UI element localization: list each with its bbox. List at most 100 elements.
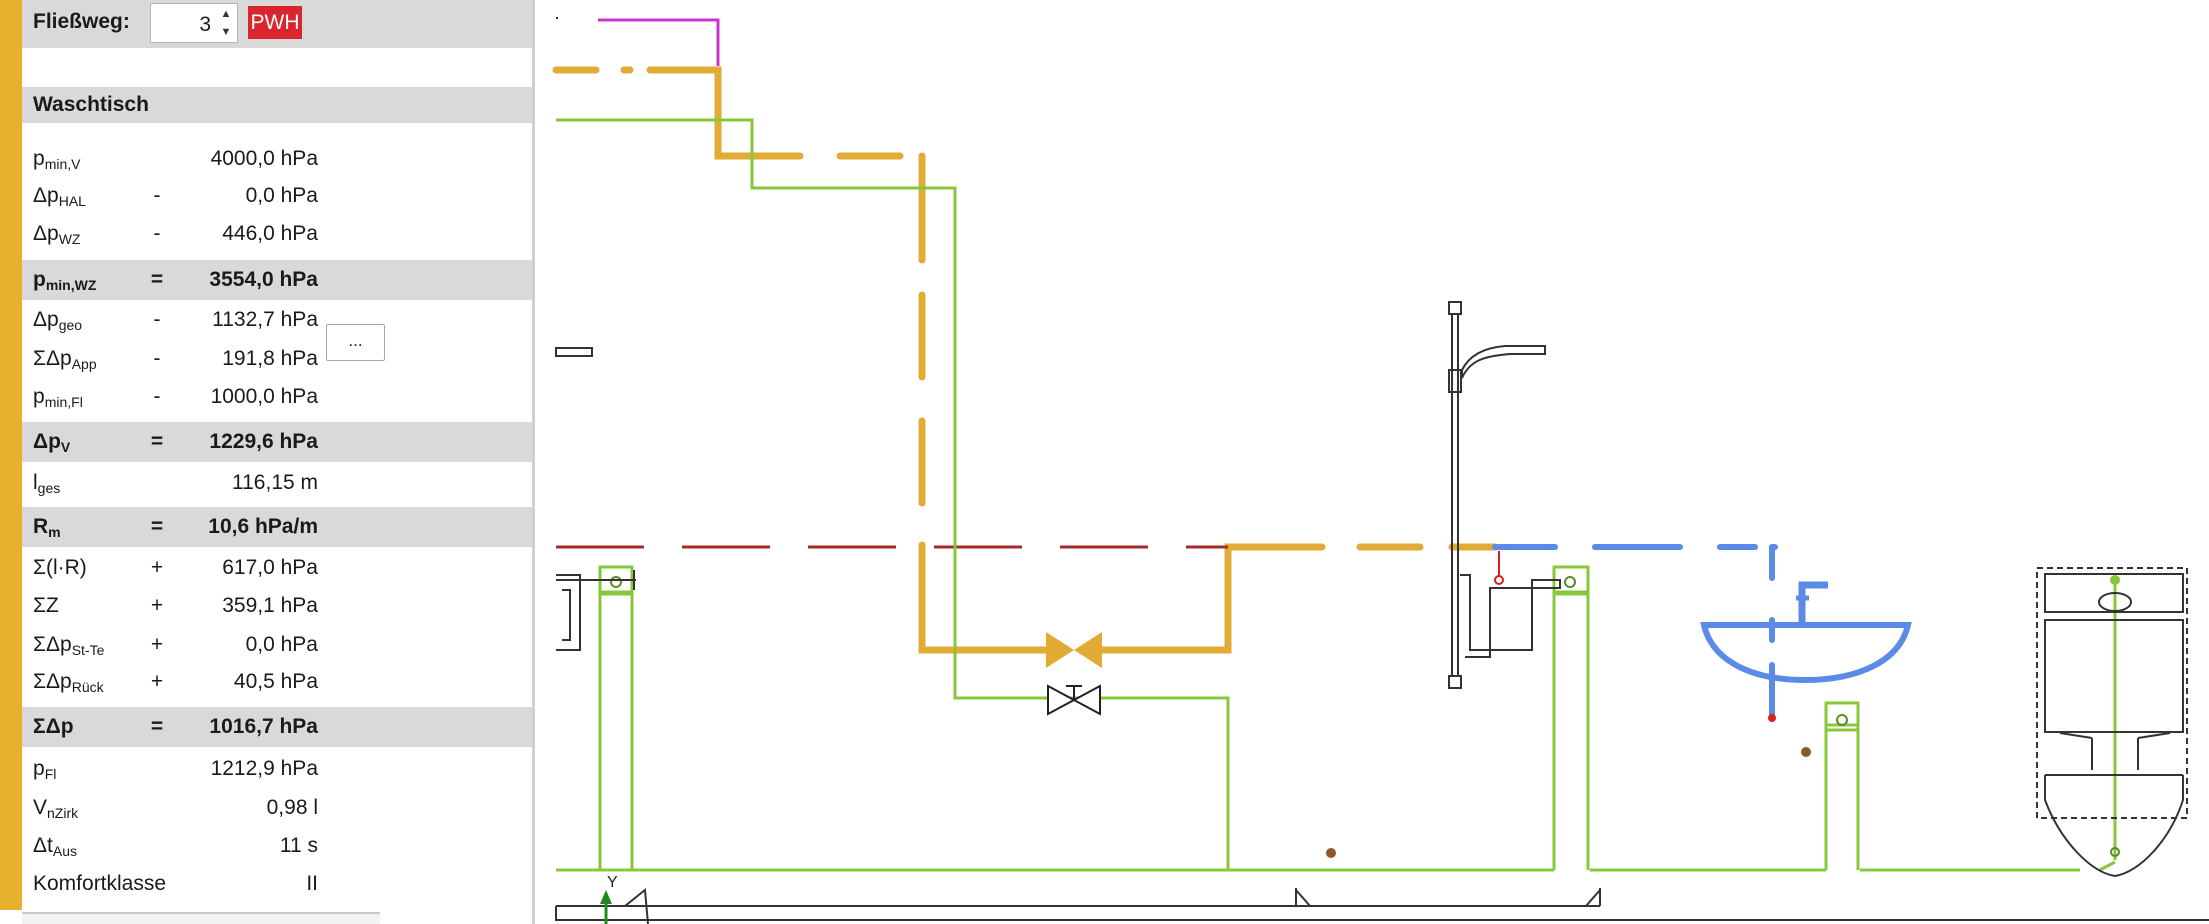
row-label: pmin,Fl	[33, 384, 83, 410]
result-row: ΣΔpApp - 191,8 hPa	[22, 341, 532, 377]
row-label: ΔtAus	[33, 833, 77, 859]
result-row: ΔtAus 11 s	[22, 828, 532, 864]
row-value: 446,0 hPa	[222, 222, 318, 245]
row-label: Komfortklasse	[33, 871, 167, 895]
left-fixture-outline	[555, 347, 593, 651]
row-operator: +	[150, 594, 164, 617]
section-title: Waschtisch	[33, 93, 149, 116]
result-row: ΣΔp=1016,7 hPa	[22, 707, 532, 747]
toilet-connector-marker	[2110, 575, 2120, 585]
toilet-fixture-icon[interactable]	[2036, 567, 2188, 878]
row-value: 116,15 m	[232, 471, 318, 494]
row-operator: =	[150, 715, 164, 738]
row-operator: -	[153, 308, 161, 331]
row-value: 1212,9 hPa	[210, 757, 318, 780]
fliessweg-stepper[interactable]: 3 ▲ ▼	[150, 3, 238, 43]
row-operator: =	[150, 268, 164, 291]
row-value: 3554,0 hPa	[209, 268, 318, 291]
panel-splitter[interactable]	[532, 0, 535, 924]
row-label: pFl	[33, 756, 57, 782]
row-label: Rm	[33, 514, 61, 540]
shower-fixture-icon[interactable]	[1448, 301, 1561, 689]
result-row: pmin,V 4000,0 hPa	[22, 141, 532, 177]
row-label: ΔpV	[33, 429, 71, 455]
row-value: 617,0 hPa	[222, 556, 318, 579]
row-label: ΣΔpSt-Te	[33, 632, 105, 658]
row-value: 191,8 hPa	[222, 347, 318, 370]
stepper-up-icon[interactable]: ▲	[220, 8, 232, 20]
pwc-pipe-network	[556, 118, 2117, 872]
row-operator: -	[153, 184, 161, 207]
row-operator: -	[153, 347, 161, 370]
pwc-valve-icon[interactable]	[1047, 684, 1101, 716]
fliessweg-label: Fließweg:	[33, 10, 130, 33]
row-value: 1229,6 hPa	[209, 430, 318, 453]
y-axis-label: Y	[607, 874, 618, 891]
result-row: ΔpHAL - 0,0 hPa	[22, 178, 532, 214]
row-label: pmin,WZ	[33, 267, 97, 293]
result-row: lges 116,15 m	[22, 465, 532, 501]
result-row: pFl 1212,9 hPa	[22, 751, 532, 787]
row-operator: +	[150, 556, 164, 579]
pwc-connector-left[interactable]	[556, 565, 636, 596]
row-label: ΔpWZ	[33, 221, 81, 247]
row-operator: =	[150, 430, 164, 453]
result-row: ΔpV = 1229,6 hPa	[22, 422, 532, 462]
toilet-drain-marker	[2110, 847, 2120, 857]
isometric-drawing-canvas[interactable]: Y	[540, 0, 2209, 924]
row-value: 359,1 hPa	[222, 594, 318, 617]
bottom-outline	[555, 888, 2209, 924]
row-value: 1132,7 hPa	[212, 308, 318, 331]
result-row: pmin,WZ = 3554,0 hPa	[22, 260, 532, 300]
row-value: 0,98 l	[266, 796, 318, 819]
row-value: 4000,0 hPa	[210, 147, 318, 170]
fliessweg-value[interactable]: 3	[199, 13, 211, 36]
result-row: ΣΔpSt-Te +0,0 hPa	[22, 627, 532, 663]
medium-badge: PWH	[248, 6, 302, 39]
fliessweg-panel: Fließweg: 3 ▲ ▼ PWH Waschtisch pmin,V 400…	[0, 0, 540, 924]
result-row: Δpgeo - 1132,7 hPa	[22, 302, 532, 338]
row-label: ΔpHAL	[33, 183, 86, 209]
row-value: 11 s	[279, 834, 318, 857]
fliessweg-header: Fließweg: 3 ▲ ▼ PWH	[22, 0, 532, 48]
magenta-pipe	[556, 17, 720, 66]
pwh-pipe-network	[552, 66, 1499, 654]
row-value: 1016,7 hPa	[209, 715, 318, 738]
row-label: Σ(l·R)	[33, 555, 87, 579]
stepper-down-icon[interactable]: ▼	[220, 26, 232, 38]
app-details-button[interactable]: ...	[326, 324, 385, 361]
row-operator: -	[153, 222, 161, 245]
point-marker	[1326, 848, 1336, 858]
row-label: lges	[33, 470, 61, 496]
row-label: ΣZ	[33, 593, 59, 617]
row-value: 1000,0 hPa	[210, 385, 318, 408]
result-row: pmin,Fl-1000,0 hPa	[22, 379, 532, 415]
result-row: ΔpWZ - 446,0 hPa	[22, 216, 532, 252]
pwh-valve-icon[interactable]	[1046, 632, 1102, 668]
point-marker	[1801, 747, 1811, 757]
panel-bottom-scrollbar[interactable]	[22, 912, 380, 924]
row-value: 10,6 hPa/m	[208, 515, 318, 538]
section-title-row: Waschtisch	[22, 87, 532, 123]
row-value: 40,5 hPa	[233, 670, 318, 693]
result-row: ΣΔpRück +40,5 hPa	[22, 664, 532, 700]
row-label: Δpgeo	[33, 307, 83, 333]
row-label: pmin,V	[33, 146, 81, 172]
row-label: ΣΔpApp	[33, 346, 97, 372]
washbasin-icon[interactable]	[1700, 581, 1912, 684]
result-row: Rm = 10,6 hPa/m	[22, 507, 532, 547]
row-label: ΣΔpRück	[33, 669, 104, 695]
basin-drain-marker	[1768, 714, 1776, 722]
row-operator: +	[150, 670, 164, 693]
blue-pipe	[1492, 544, 1778, 718]
row-operator: +	[150, 633, 164, 656]
row-operator: =	[150, 515, 164, 538]
result-row: Σ(l·R) +617,0 hPa	[22, 550, 532, 586]
pwc-connector-sink[interactable]	[1824, 701, 1860, 732]
row-value: 0,0 hPa	[245, 184, 318, 207]
panel-accent-bar	[0, 0, 22, 910]
result-row: ΣZ +359,1 hPa	[22, 588, 532, 624]
row-value: 0,0 hPa	[245, 633, 318, 656]
